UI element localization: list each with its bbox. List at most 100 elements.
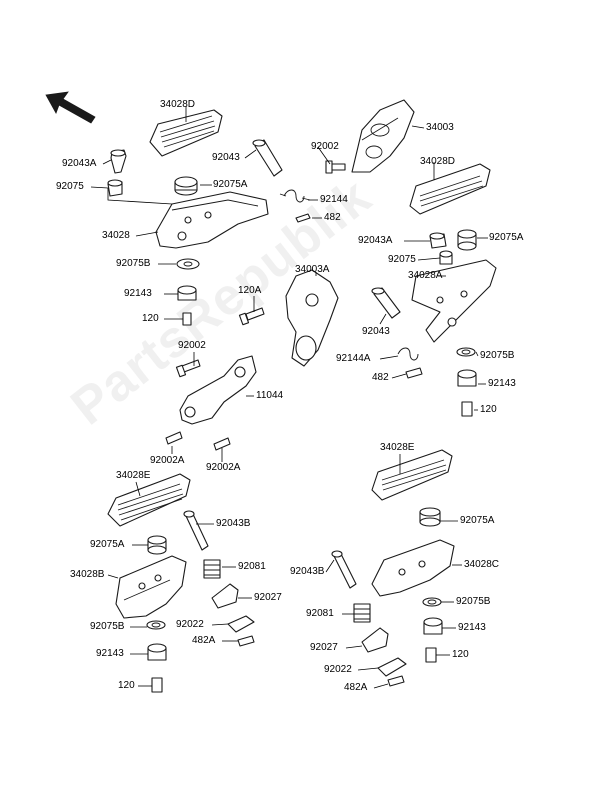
callout-label: 92075B bbox=[90, 621, 125, 632]
callout-label: 92075B bbox=[480, 350, 515, 361]
washer-92075b-lower-left bbox=[146, 620, 166, 630]
spring-92144a bbox=[397, 347, 419, 361]
bolt-92002-center bbox=[175, 359, 201, 378]
callout-label: 120A bbox=[238, 285, 262, 296]
footrest-34028c bbox=[371, 539, 455, 597]
callout-label: 92075A bbox=[489, 232, 524, 243]
callout-label: 482 bbox=[324, 212, 341, 223]
callout-label: 34003A bbox=[295, 264, 330, 275]
callout-label: 92075 bbox=[56, 181, 84, 192]
damper-92143-lower-left bbox=[147, 643, 167, 661]
bolt-120-lower-left bbox=[151, 677, 163, 693]
callout-label: 34028E bbox=[380, 442, 415, 453]
rubber-92075a-lower-left bbox=[147, 535, 167, 555]
callout-label: 92081 bbox=[306, 608, 334, 619]
pin-482a-right bbox=[387, 675, 405, 687]
bolt-92002a-left bbox=[165, 431, 183, 445]
pin-92043b-left bbox=[183, 510, 209, 551]
callout-label: 34028A bbox=[408, 270, 443, 281]
spring-92081-left bbox=[203, 559, 221, 579]
pin-482-upper bbox=[295, 213, 311, 223]
washer-92075b-lower-right bbox=[422, 597, 442, 607]
callout-label: 482 bbox=[372, 372, 389, 383]
bolt-92002-upper bbox=[325, 160, 346, 174]
callout-label: 34028C bbox=[464, 559, 500, 570]
callout-label: 92075A bbox=[460, 515, 495, 526]
callout-label: 92143 bbox=[124, 288, 152, 299]
callout-label: 11044 bbox=[256, 390, 284, 401]
spring-92075-left bbox=[107, 179, 123, 197]
bolt-120-left bbox=[182, 312, 192, 326]
callout-label: 482A bbox=[344, 682, 368, 693]
pin-482-center bbox=[405, 367, 423, 379]
damper-92143-right bbox=[457, 369, 477, 387]
callout-label: 92144A bbox=[336, 353, 371, 364]
damper-92143-lower-right bbox=[423, 617, 443, 635]
callout-label: 92022 bbox=[176, 619, 204, 630]
footrest-rubber-34028e-left bbox=[107, 473, 191, 527]
callout-label: 92043 bbox=[362, 326, 390, 337]
stay-11044 bbox=[179, 355, 257, 425]
footrest-rubber-34028d-right bbox=[409, 163, 491, 215]
callout-label: 92002 bbox=[311, 141, 339, 152]
pin-92043-center bbox=[371, 287, 401, 319]
callout-label: 120 bbox=[118, 680, 135, 691]
damper-92143-left bbox=[177, 285, 197, 301]
washer-92075b-left bbox=[176, 258, 200, 270]
callout-label: 34003 bbox=[426, 122, 454, 133]
footrest-34028b bbox=[115, 555, 187, 619]
callout-label: 92027 bbox=[254, 592, 282, 603]
front-arrow-icon bbox=[45, 91, 96, 124]
callout-label: 92075 bbox=[388, 254, 416, 265]
callout-label: 92043A bbox=[358, 235, 393, 246]
washer-92075b-right bbox=[456, 347, 476, 357]
callout-label: 92043 bbox=[212, 152, 240, 163]
callout-label: 34028D bbox=[160, 99, 196, 110]
rubber-92075a-lower-right bbox=[419, 507, 441, 527]
callout-label: 92043A bbox=[62, 158, 97, 169]
rubber-92075a-left bbox=[174, 176, 198, 196]
callout-label: 92143 bbox=[488, 378, 516, 389]
callout-label: 92043B bbox=[216, 518, 251, 529]
spring-92075-right bbox=[439, 250, 453, 265]
callout-label: 92143 bbox=[458, 622, 486, 633]
footrest-rubber-34028e-right bbox=[371, 449, 453, 501]
bolt-120-lower-right bbox=[425, 647, 437, 663]
pin-92043-upper bbox=[252, 139, 283, 177]
plate-92022-right bbox=[377, 657, 407, 677]
callout-label: 120 bbox=[142, 313, 159, 324]
callout-label: 92075B bbox=[116, 258, 151, 269]
callout-label: 34028 bbox=[102, 230, 130, 241]
callout-label: 92081 bbox=[238, 561, 266, 572]
callout-label: 482A bbox=[192, 635, 216, 646]
bolt-92002a-right bbox=[213, 437, 231, 451]
leader-lines bbox=[90, 106, 488, 689]
callout-label: 92002A bbox=[206, 462, 241, 473]
spring-92081-right bbox=[353, 603, 371, 623]
callout-label: 34028B bbox=[70, 569, 105, 580]
pin-92043a-right bbox=[429, 232, 447, 249]
callout-label: 92075A bbox=[90, 539, 125, 550]
plate-92027-right bbox=[361, 627, 389, 653]
rubber-92075a-right bbox=[457, 229, 477, 251]
pin-482a-left bbox=[237, 635, 255, 647]
callout-label: 92144 bbox=[320, 194, 348, 205]
callout-label: 92002A bbox=[150, 455, 185, 466]
callout-label: 92075B bbox=[456, 596, 491, 607]
plate-92027-left bbox=[211, 583, 239, 609]
pin-92043b-right bbox=[331, 550, 357, 589]
bracket-34003a bbox=[285, 269, 339, 367]
callout-label: 92043B bbox=[290, 566, 325, 577]
callout-label: 34028D bbox=[420, 156, 456, 167]
callout-label: 92075A bbox=[213, 179, 248, 190]
footrest-rubber-34028d-left bbox=[149, 109, 223, 157]
callout-label: 92143 bbox=[96, 648, 124, 659]
plate-92022-left bbox=[227, 615, 255, 633]
callout-label: 92022 bbox=[324, 664, 352, 675]
callout-label: 120 bbox=[480, 404, 497, 415]
spring-92144 bbox=[279, 189, 311, 203]
footrest-bracket-34028a bbox=[411, 259, 497, 343]
bolt-120a bbox=[238, 307, 265, 326]
